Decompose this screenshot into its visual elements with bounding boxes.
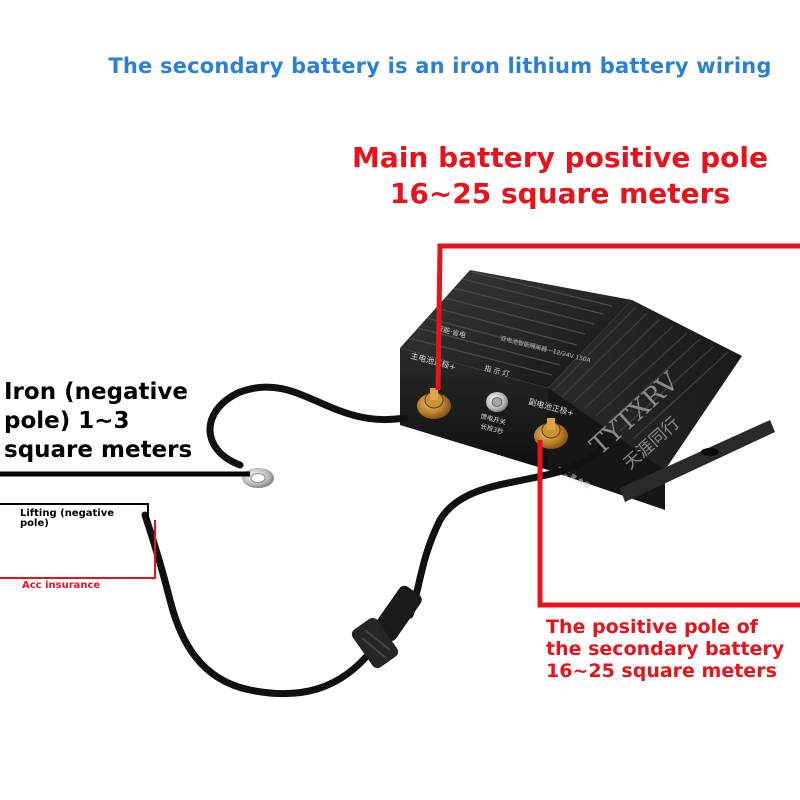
mounting-flange: [620, 420, 775, 502]
main-battery-label: Main battery positive pole 16~25 square …: [352, 141, 768, 210]
acc-insurance-label: Acc insurance: [22, 580, 101, 591]
waterproof-connector-icon: [351, 585, 422, 669]
mount-hole: [701, 448, 719, 456]
device-fins: [408, 271, 613, 376]
acc-pointer: [0, 520, 156, 579]
secondary-positive-pointer: [537, 440, 800, 608]
secondary-positive-label: The positive pole of the secondary batte…: [546, 616, 785, 682]
annotation-lines: [0, 243, 800, 608]
ring-terminal-icon: [242, 468, 274, 488]
main-positive-pointer: [435, 243, 800, 391]
terminal-bolt-icon: [417, 388, 451, 419]
annotation-lines-black: [0, 471, 250, 520]
cables: [141, 383, 604, 698]
lifting-negative-label: Lifting (negative pole): [20, 508, 115, 529]
headline: The secondary battery is an iron lithium…: [108, 54, 772, 78]
push-button-icon: [486, 392, 508, 412]
isolator-device: 主电池正极+ 指 示 灯 馈电开关 长按3秒 副电池正极+ 智能·省电 双电池智…: [400, 270, 775, 510]
iron-negative-label: Iron (negative pole) 1~3 square meters: [4, 379, 193, 463]
